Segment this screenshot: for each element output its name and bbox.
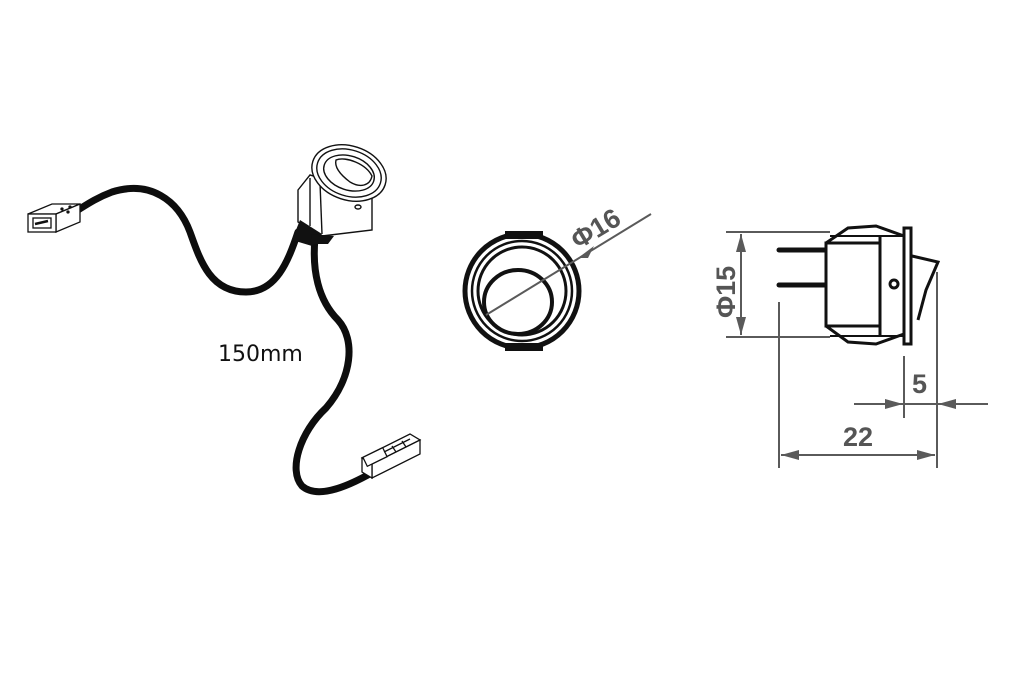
front-outer-ring [462, 231, 582, 351]
front-bezel-ring [470, 239, 574, 343]
assembly-view: 150mm [27, 144, 422, 496]
round-rocker-switch-icon [292, 144, 387, 246]
diameter-16-arrow [578, 246, 594, 258]
dim15-arrow-bottom [736, 317, 746, 335]
dim22-arrow-left [781, 450, 799, 460]
dim15-arrow-top [736, 234, 746, 252]
bezel-5-label: 5 [912, 369, 927, 399]
switch-side-body-icon [824, 224, 941, 346]
front-view: Φ16 [462, 203, 652, 351]
cable-lead-left [74, 185, 302, 296]
front-rocker-ellipse [482, 268, 554, 336]
right-connector-icon [360, 433, 422, 480]
depth-22-label: 22 [843, 422, 873, 452]
dim5-arrow-right [938, 399, 956, 409]
side-view: Φ15 22 5 [711, 224, 988, 468]
diameter-15-label: Φ15 [711, 266, 741, 318]
dim5-arrow-left [885, 399, 903, 409]
dim22-arrow-right [917, 450, 935, 460]
cable-lead-right [292, 234, 384, 496]
cable-length-label: 150mm [218, 342, 303, 367]
diameter-16-leader [485, 213, 652, 316]
left-connector-icon [27, 203, 81, 233]
